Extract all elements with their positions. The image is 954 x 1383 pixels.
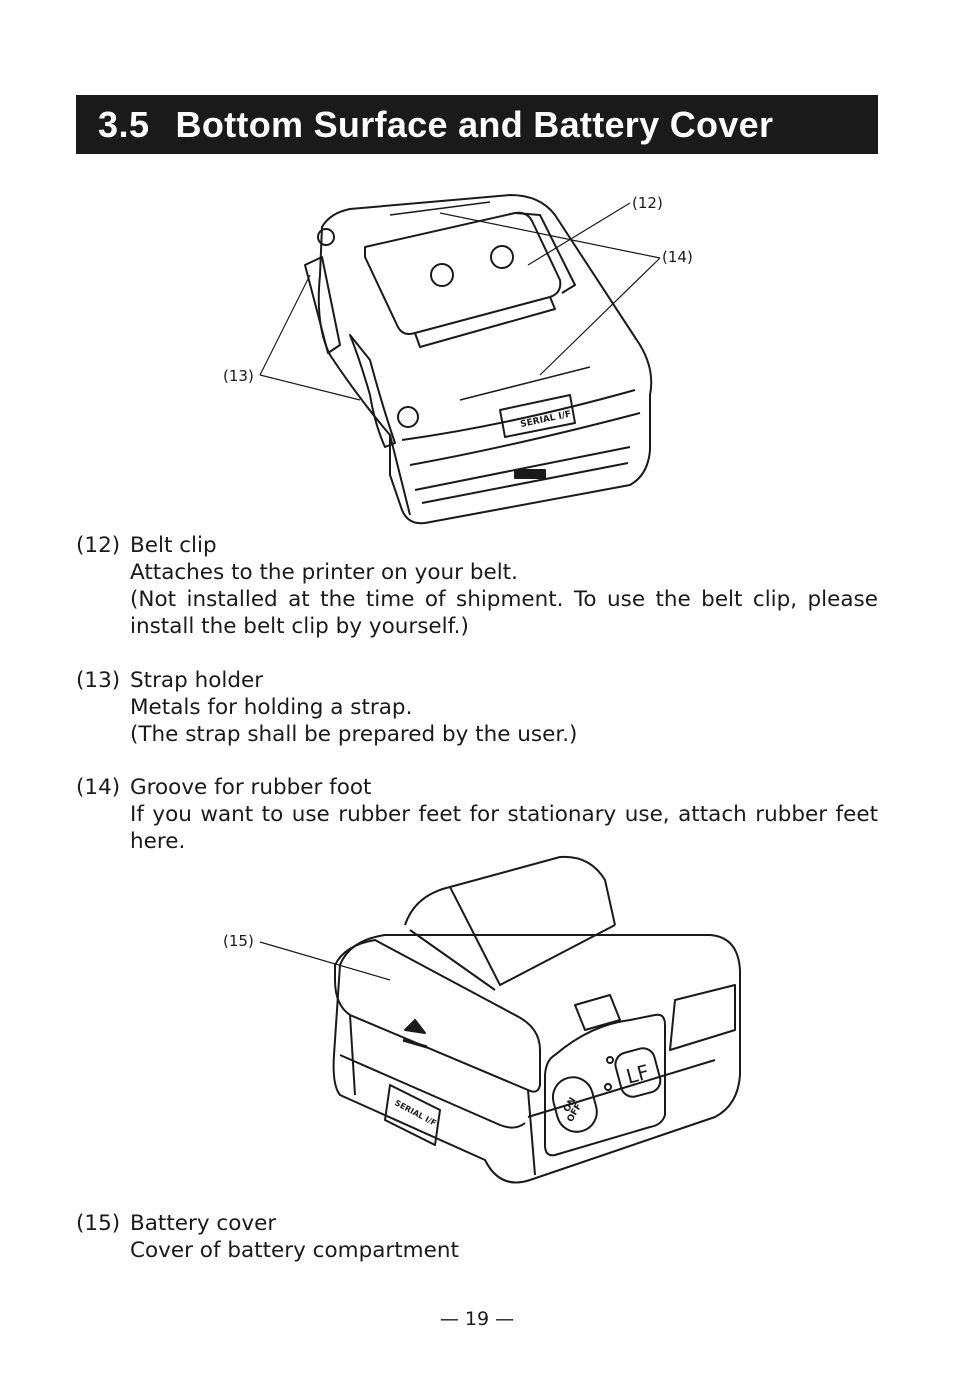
item-number: (15)	[76, 1211, 121, 1236]
callout-14: (14)	[662, 248, 693, 266]
item-name: Belt clip	[130, 533, 217, 558]
item-number: (13)	[76, 668, 121, 693]
item-line: (The strap shall be prepared by the user…	[130, 722, 578, 747]
section-number: 3.5	[98, 103, 150, 145]
item-line: (Not installed at the time of shipment. …	[130, 587, 878, 639]
bottom-surface-illustration: (12) (14) (13) SERIAL I/F	[223, 194, 693, 525]
callout-12: (12)	[632, 194, 663, 212]
section-title: Bottom Surface and Battery Cover	[175, 103, 774, 145]
item-line: Attaches to the printer on your belt.	[130, 560, 518, 585]
serial-if-label-bottom: SERIAL I/F	[393, 1098, 438, 1127]
item-name: Groove for rubber foot	[130, 775, 372, 800]
item-number: (12)	[76, 533, 121, 558]
lf-label: LF	[624, 1060, 652, 1089]
item-number: (14)	[76, 775, 121, 800]
item-rubber-foot-groove: (14) Groove for rubber foot If you want …	[76, 774, 878, 855]
item-name: Battery cover	[130, 1211, 277, 1236]
section-title-bar: 3.5 Bottom Surface and Battery Cover	[76, 95, 878, 154]
callout-15: (15)	[223, 932, 254, 950]
page-number: — 19 —	[439, 1308, 515, 1330]
item-line: Metals for holding a strap.	[130, 695, 413, 720]
item-battery-cover: (15) Battery cover Cover of battery comp…	[76, 1210, 878, 1264]
callout-13: (13)	[223, 367, 254, 385]
item-name: Strap holder	[130, 668, 264, 693]
item-line: Cover of battery compartment	[130, 1238, 459, 1263]
item-belt-clip: (12) Belt clip Attaches to the printer o…	[76, 532, 878, 640]
item-line: If you want to use rubber feet for stati…	[130, 802, 878, 854]
battery-cover-illustration: (15) ON OFF LF SERIAL I/F	[223, 855, 741, 1184]
item-strap-holder: (13) Strap holder Metals for holding a s…	[76, 667, 878, 748]
